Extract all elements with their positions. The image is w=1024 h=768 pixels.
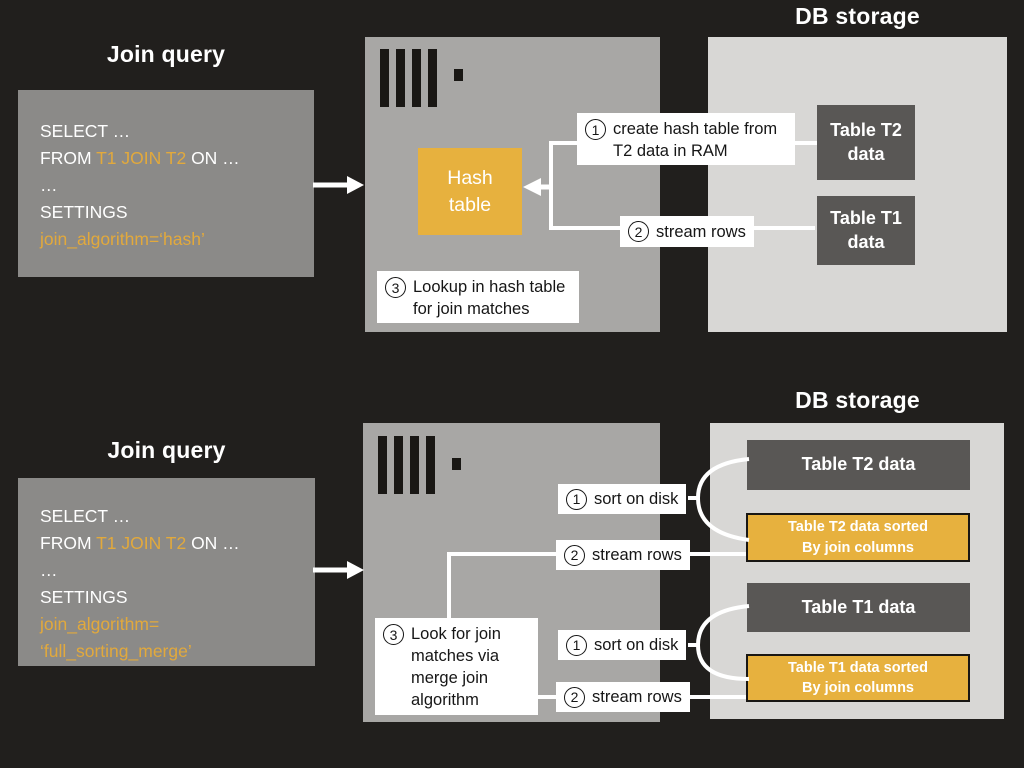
sql-line: join_algorithm=‘hash’ [40,229,205,249]
step-lookup-hash-table-label: 3 Lookup in hash table for join matches [377,271,579,323]
step-stream-rows-t1-label: 2 stream rows [556,682,690,712]
circled-number-icon: 2 [564,544,585,566]
table-t2-data-box: Table T2 data [817,105,915,180]
arrow-query-to-server-bottom [313,561,364,579]
hash-query-box: SELECT … FROM T1 JOIN T2 ON … … SETTINGS… [18,90,314,277]
table-t1-data-box: Table T1 data [817,196,915,265]
clickhouse-logo-icon [378,436,461,494]
merge-sql-code: SELECT … FROM T1 JOIN T2 ON … … SETTINGS… [40,503,315,665]
sql-line: FROM T1 JOIN T2 ON … [40,148,240,168]
step-stream-rows-label: 2 stream rows [620,216,754,247]
sql-line: join_algorithm= [40,614,160,634]
circled-number-icon: 2 [564,686,585,708]
circled-number-icon: 3 [385,277,406,298]
step-create-hash-table-label: 1 create hash table from T2 data in RAM [577,113,795,165]
table-t1-sorted-box: Table T1 data sorted By join columns [746,654,970,702]
sql-line: SETTINGS [40,202,128,222]
circled-number-icon: 1 [566,488,587,510]
merge-join-query-title: Join query [107,437,226,463]
sql-line: SELECT … [40,506,131,526]
hash-db-storage-title: DB storage [795,3,920,29]
arrow-query-to-server-top [313,176,364,194]
hash-table-box: Hash table [418,148,522,235]
circled-number-icon: 2 [628,221,649,242]
circled-number-icon: 1 [566,634,587,656]
circled-number-icon: 1 [585,119,606,140]
step-merge-join-lookup-label: 3 Look for join matches via merge join a… [375,618,538,715]
sql-line: FROM T1 JOIN T2 ON … [40,533,240,553]
table-t2-data-box: Table T2 data [747,440,970,490]
merge-query-box: SELECT … FROM T1 JOIN T2 ON … … SETTINGS… [18,478,315,666]
sql-line: … [40,175,58,195]
step-stream-rows-t2-label: 2 stream rows [556,540,690,570]
sql-line: SETTINGS [40,587,128,607]
sql-line: ‘full_sorting_merge’ [40,641,192,661]
step-sort-on-disk-t1-label: 1 sort on disk [558,630,687,660]
clickhouse-logo-icon [380,49,463,107]
hash-sql-code: SELECT … FROM T1 JOIN T2 ON … … SETTINGS… [40,118,314,253]
hash-db-storage-box [708,37,1007,332]
merge-db-storage-title: DB storage [795,387,920,413]
step-sort-on-disk-t2-label: 1 sort on disk [558,484,687,514]
sql-line: SELECT … [40,121,131,141]
sql-line: … [40,560,58,580]
hash-join-query-title: Join query [106,41,226,67]
circled-number-icon: 3 [383,624,404,645]
table-t1-data-box: Table T1 data [747,583,970,632]
table-t2-sorted-box: Table T2 data sorted By join columns [746,513,970,562]
